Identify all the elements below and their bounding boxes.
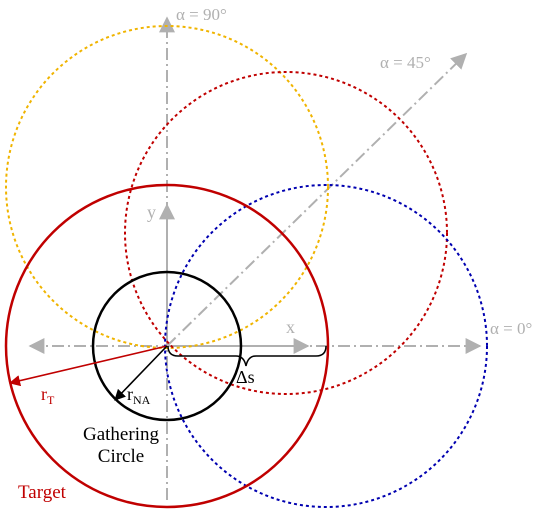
offset-circle-alpha-45	[124, 71, 448, 395]
gathering-circle	[91, 270, 243, 422]
label-alpha-45: α = 45°	[380, 53, 431, 72]
label-x-axis: x	[286, 317, 295, 337]
label-r-na: rNA	[127, 384, 151, 407]
delta-s-brace	[167, 345, 327, 367]
label-target: Target	[18, 482, 67, 503]
offset-circle-alpha-90	[5, 25, 329, 349]
label-gathering-line2: Circle	[98, 446, 144, 467]
gathering-radius-arrow	[114, 345, 168, 401]
axis-alpha-45	[166, 52, 468, 347]
label-r-t: rT	[41, 384, 55, 407]
target-radius-arrow	[8, 345, 168, 387]
label-alpha-0: α = 0°	[490, 319, 532, 338]
label-alpha-90: α = 90°	[176, 5, 227, 24]
label-y-axis: y	[147, 202, 156, 222]
label-delta-s: Δs	[236, 367, 255, 387]
target-circle	[4, 183, 330, 509]
label-gathering-line1: Gathering	[83, 424, 159, 445]
